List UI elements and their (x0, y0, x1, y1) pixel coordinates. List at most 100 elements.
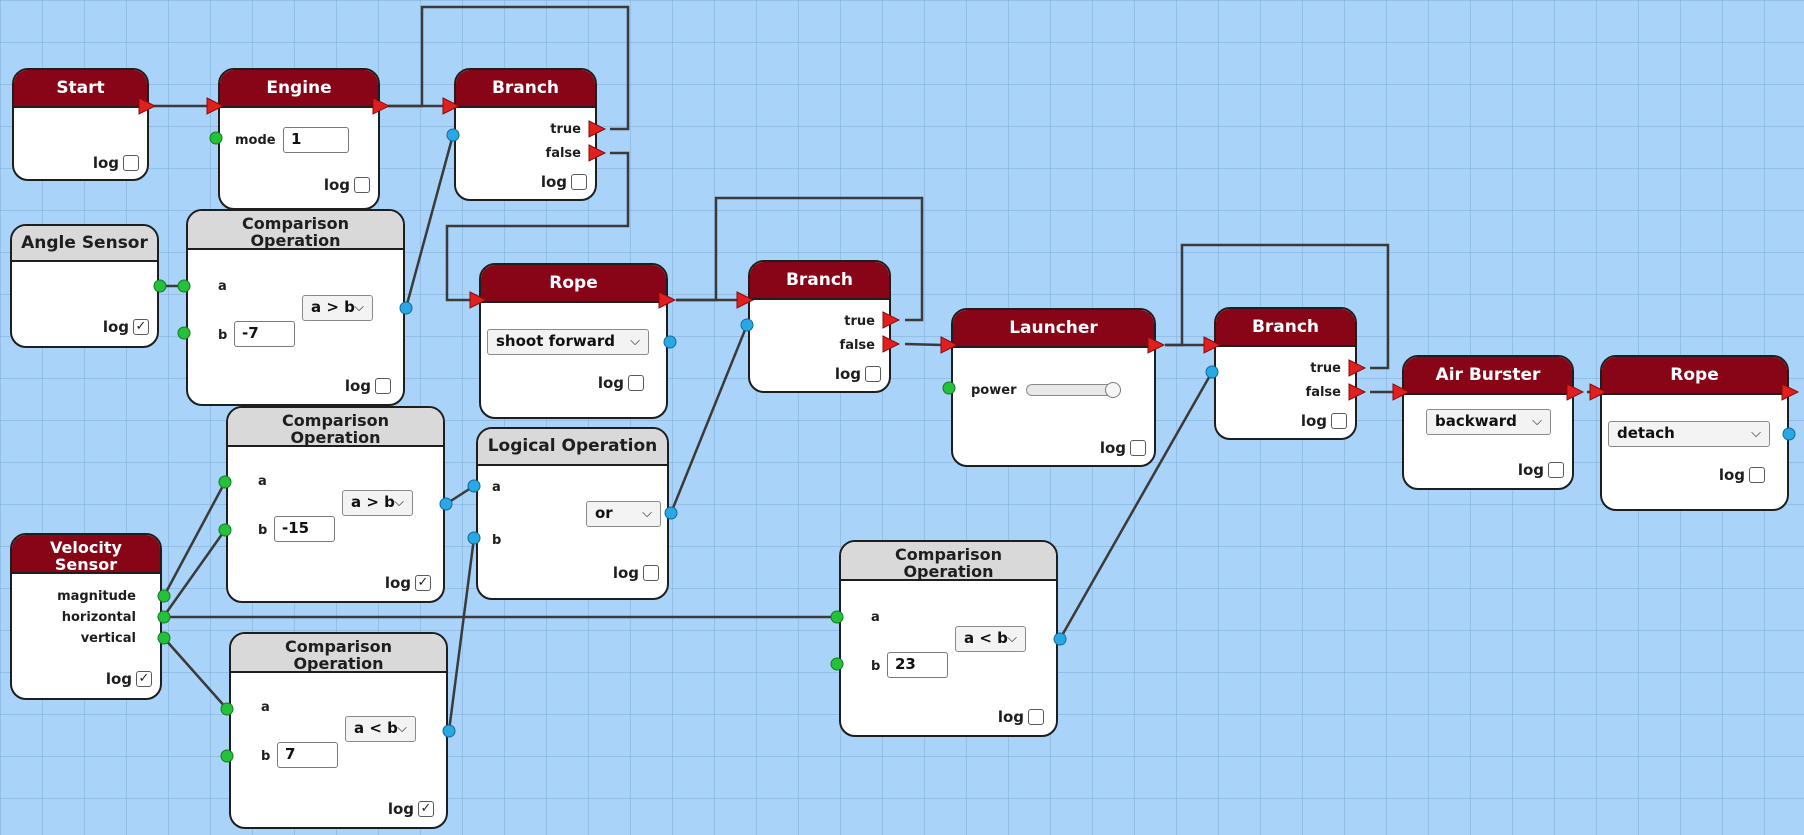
branch3-false-label: false (1305, 385, 1341, 400)
air-burster-title: Air Burster (1404, 357, 1572, 395)
branch3-true-label: true (1310, 361, 1341, 376)
comparison4-b-label: b (871, 659, 881, 674)
rope1-node[interactable]: Rope shoot forward⌵ log (479, 263, 668, 419)
wire-engine-loop (388, 5, 630, 131)
wire-vel-cmp2a (162, 481, 227, 597)
comparison3-b-label: b (261, 749, 271, 764)
branch1-false-label: false (545, 146, 581, 161)
launcher-power-label: power (971, 383, 1017, 398)
logical-operation-title: Logical Operation (478, 429, 667, 466)
wire-launcher-loop (1165, 243, 1390, 370)
log-checkbox[interactable] (1130, 440, 1146, 456)
log-label: log (1099, 439, 1126, 457)
log-checkbox[interactable] (123, 155, 139, 171)
chevron-down-icon: ⌵ (630, 334, 640, 349)
branch2-node-title: Branch (750, 262, 889, 300)
start-node[interactable]: Start log (12, 68, 149, 181)
comparison4-b-input[interactable]: 23 (887, 652, 948, 678)
branch1-true-label: true (550, 122, 581, 137)
log-label: log (597, 374, 624, 392)
comparison2-a-label: a (258, 474, 267, 489)
log-label: log (384, 574, 411, 592)
log-checkbox[interactable] (643, 565, 659, 581)
log-checkbox-checked[interactable]: ✓ (136, 671, 152, 687)
log-label: log (323, 176, 350, 194)
log-label: log (344, 377, 371, 395)
wire-cmp2-logical (445, 484, 475, 506)
wire-vel-cmp2b (162, 529, 227, 617)
comparison4-a-label: a (871, 610, 880, 625)
log-checkbox-checked[interactable]: ✓ (415, 575, 431, 591)
chevron-down-icon: ⌵ (394, 495, 404, 510)
logical-b-label: b (492, 533, 502, 548)
wire-cmp4-branch3 (1058, 371, 1214, 640)
log-checkbox[interactable] (571, 174, 587, 190)
launcher-power-slider[interactable] (1026, 382, 1121, 398)
logical-operator-select[interactable]: or⌵ (586, 501, 661, 527)
log-label: log (997, 708, 1024, 726)
chevron-down-icon: ⌵ (354, 300, 364, 315)
log-label: log (387, 800, 414, 818)
log-checkbox[interactable] (628, 375, 644, 391)
wire-branch2-launcher (904, 342, 944, 347)
rope1-node-title: Rope (481, 265, 666, 303)
log-label: log (612, 564, 639, 582)
chevron-down-icon: ⌵ (397, 721, 407, 736)
rope2-node-title: Rope (1602, 357, 1787, 395)
logical-operation-node[interactable]: Logical Operation a b or⌵ log (476, 427, 669, 600)
chevron-down-icon: ⌵ (642, 506, 652, 521)
wire-logical-branch2 (669, 324, 749, 514)
comparison2-b-input[interactable]: -15 (274, 516, 335, 542)
rope1-mode-select[interactable]: shoot forward⌵ (487, 329, 649, 355)
log-label: log (834, 365, 861, 383)
comparison3-operator-select[interactable]: a < b⌵ (345, 716, 416, 742)
air-burster-node[interactable]: Air Burster backward⌵ log (1402, 355, 1574, 490)
engine-mode-input[interactable]: 1 (283, 127, 349, 153)
comparison4-operator-select[interactable]: a < b⌵ (955, 626, 1026, 652)
wire-vel-vert-cmp3 (163, 637, 228, 710)
log-checkbox-checked[interactable]: ✓ (418, 801, 434, 817)
angle-sensor-title: Angle Sensor (12, 226, 157, 262)
log-checkbox[interactable] (1548, 462, 1564, 478)
log-checkbox[interactable] (1028, 709, 1044, 725)
log-checkbox[interactable] (375, 378, 391, 394)
comparison2-operator-select[interactable]: a > b⌵ (342, 490, 413, 516)
branch2-true-label: true (844, 314, 875, 329)
comparison1-b-input[interactable]: -7 (234, 321, 295, 347)
angle-sensor-node[interactable]: Angle Sensor log✓ (10, 224, 159, 348)
comparison1-b-label: b (218, 328, 228, 343)
launcher-node-title: Launcher (953, 310, 1154, 348)
branch2-node[interactable]: Branch true false log (748, 260, 891, 393)
log-checkbox[interactable] (1331, 413, 1347, 429)
comparison3-b-input[interactable]: 7 (277, 742, 338, 768)
rope2-mode-select[interactable]: detach⌵ (1608, 421, 1770, 447)
log-label: log (92, 154, 119, 172)
log-checkbox-checked[interactable]: ✓ (133, 319, 149, 335)
logical-a-label: a (492, 480, 501, 495)
log-checkbox[interactable] (354, 177, 370, 193)
launcher-node[interactable]: Launcher power log (951, 308, 1156, 467)
slider-knob[interactable] (1105, 382, 1121, 398)
comparison1-operator-select[interactable]: a > b⌵ (302, 295, 373, 321)
comparison2-b-label: b (258, 523, 268, 538)
engine-node[interactable]: Engine mode 1 log (218, 68, 380, 210)
branch3-node[interactable]: Branch true false log (1214, 307, 1357, 440)
branch1-node[interactable]: Branch true false log (454, 68, 597, 201)
rope2-node[interactable]: Rope detach⌵ log (1600, 355, 1789, 511)
air-burster-direction-select[interactable]: backward⌵ (1426, 409, 1551, 435)
log-checkbox[interactable] (1749, 467, 1765, 483)
log-checkbox[interactable] (865, 366, 881, 382)
log-label: log (540, 173, 567, 191)
wire-cmp3-logical (447, 537, 476, 732)
wire-rope1-loop (676, 196, 924, 322)
